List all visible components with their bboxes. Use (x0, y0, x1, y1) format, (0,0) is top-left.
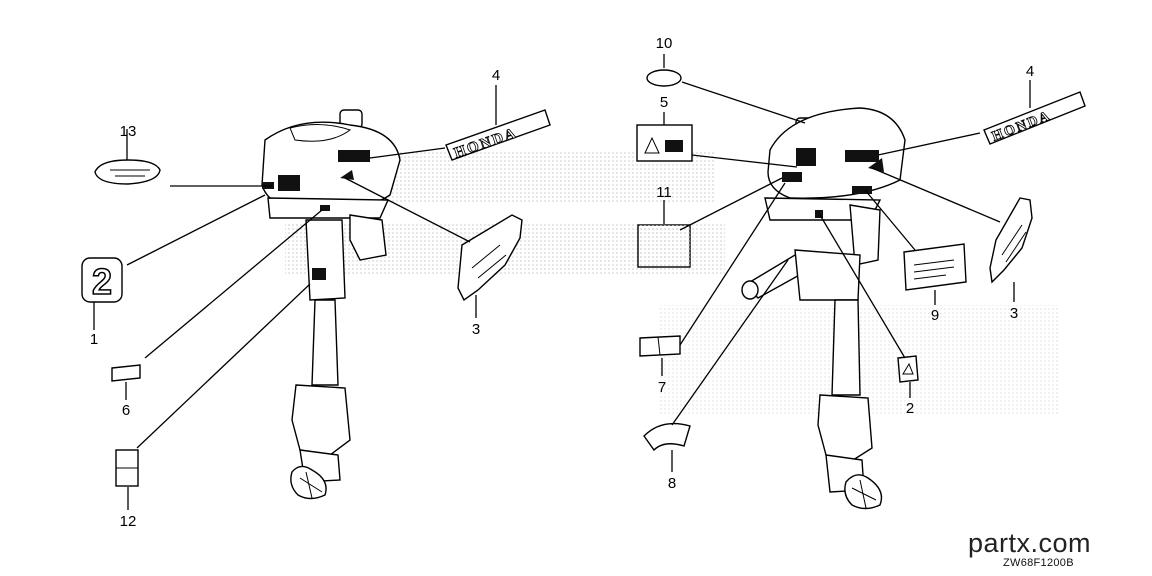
decal-13 (94, 159, 161, 185)
honda-emblem-text-right: HONDA (990, 108, 1053, 144)
leader-lines (93, 54, 1031, 510)
decal-4-honda-right: HONDA (983, 91, 1086, 145)
callout-8: 8 (668, 475, 676, 492)
callout-numbers: 13 1 6 12 4 3 10 5 11 7 8 9 2 4 3 (90, 35, 1034, 530)
decal-3-right (989, 197, 1033, 284)
decal-12 (115, 449, 139, 487)
callout-1: 1 (90, 331, 98, 348)
callout-10: 10 (656, 35, 673, 52)
outboard-motor-left (261, 109, 401, 500)
decal-6 (111, 364, 141, 382)
decal-7 (639, 335, 681, 357)
callout-6: 6 (122, 402, 130, 419)
decal-3-left (457, 214, 523, 302)
callout-7: 7 (658, 379, 666, 396)
callout-4-left: 4 (492, 67, 500, 84)
decal-5 (636, 124, 693, 162)
decal-11 (637, 224, 691, 268)
decal-2 (897, 355, 919, 383)
callout-12: 12 (120, 513, 137, 530)
callout-3-right: 3 (1010, 305, 1018, 322)
callout-9: 9 (931, 307, 939, 324)
emblem-two-text: 2 (92, 261, 112, 302)
decal-1-emblem: 2 (81, 257, 123, 303)
callout-13: 13 (120, 123, 137, 140)
callout-5: 5 (660, 94, 668, 111)
watermark-brand: partx.com (968, 528, 1092, 558)
callout-11: 11 (656, 184, 672, 201)
decal-9 (903, 243, 967, 291)
decal-10 (646, 69, 682, 87)
decal-8 (643, 422, 691, 452)
diagram-code: ZW68F1200B (1003, 557, 1074, 569)
callout-3-left: 3 (472, 321, 480, 338)
callout-2: 2 (906, 400, 914, 417)
callout-4-right: 4 (1026, 63, 1034, 80)
